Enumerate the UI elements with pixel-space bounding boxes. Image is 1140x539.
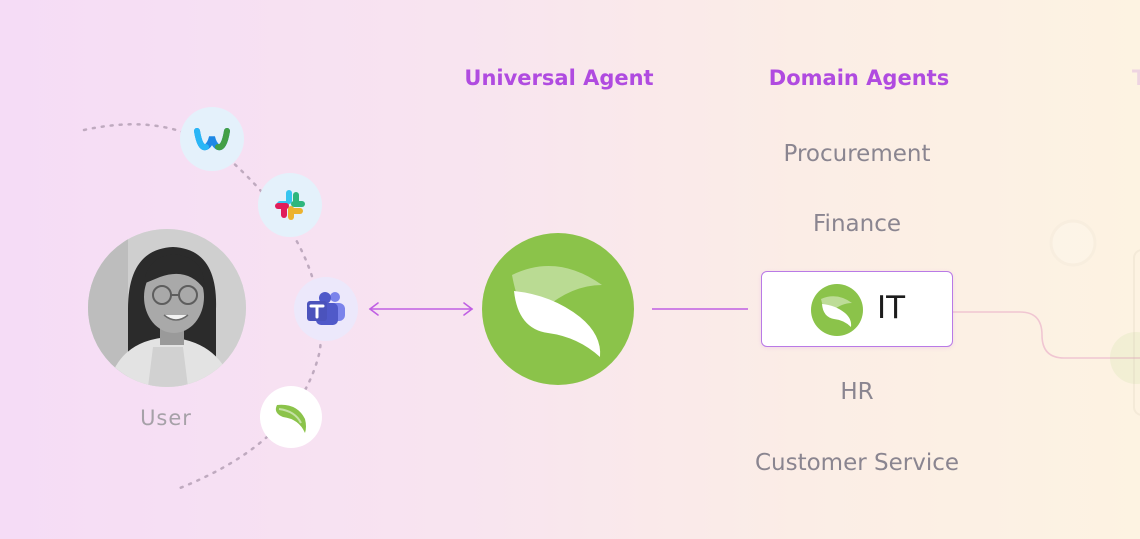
faded-logo [1110, 332, 1140, 384]
user-label: User [140, 406, 192, 430]
universal-agent-heading: Universal Agent [464, 66, 654, 90]
webex-app-bubble[interactable] [180, 107, 244, 171]
leaf-app-bubble[interactable] [260, 386, 322, 448]
user-avatar [88, 229, 246, 387]
teams-icon [307, 292, 345, 325]
domain-customer-service[interactable]: Customer Service [754, 450, 960, 476]
domain-hr[interactable]: HR [840, 379, 874, 405]
universal-agent-logo[interactable] [482, 233, 634, 385]
domain-agents-heading: Domain Agents [768, 66, 950, 90]
faded-circle [1049, 219, 1097, 267]
faded-card [1133, 249, 1140, 416]
user-portrait-illustration [88, 229, 246, 387]
leaf-icon [275, 404, 306, 433]
domain-finance[interactable]: Finance [813, 211, 901, 237]
teams-app-bubble[interactable] [294, 277, 358, 341]
webex-icon [194, 128, 230, 151]
domain-it-label: IT [877, 290, 906, 326]
it-agent-logo [811, 284, 863, 336]
it-to-tasks-line [953, 311, 1140, 359]
domain-it-card[interactable]: IT [761, 271, 953, 347]
bidirectional-arrow [368, 302, 474, 316]
leaf-icon [512, 266, 602, 357]
slack-app-bubble[interactable] [258, 173, 322, 237]
cut-off-heading: Ta [1132, 66, 1140, 90]
leaf-icon [821, 296, 852, 327]
slack-icon [275, 190, 305, 220]
domain-procurement[interactable]: Procurement [783, 141, 931, 167]
